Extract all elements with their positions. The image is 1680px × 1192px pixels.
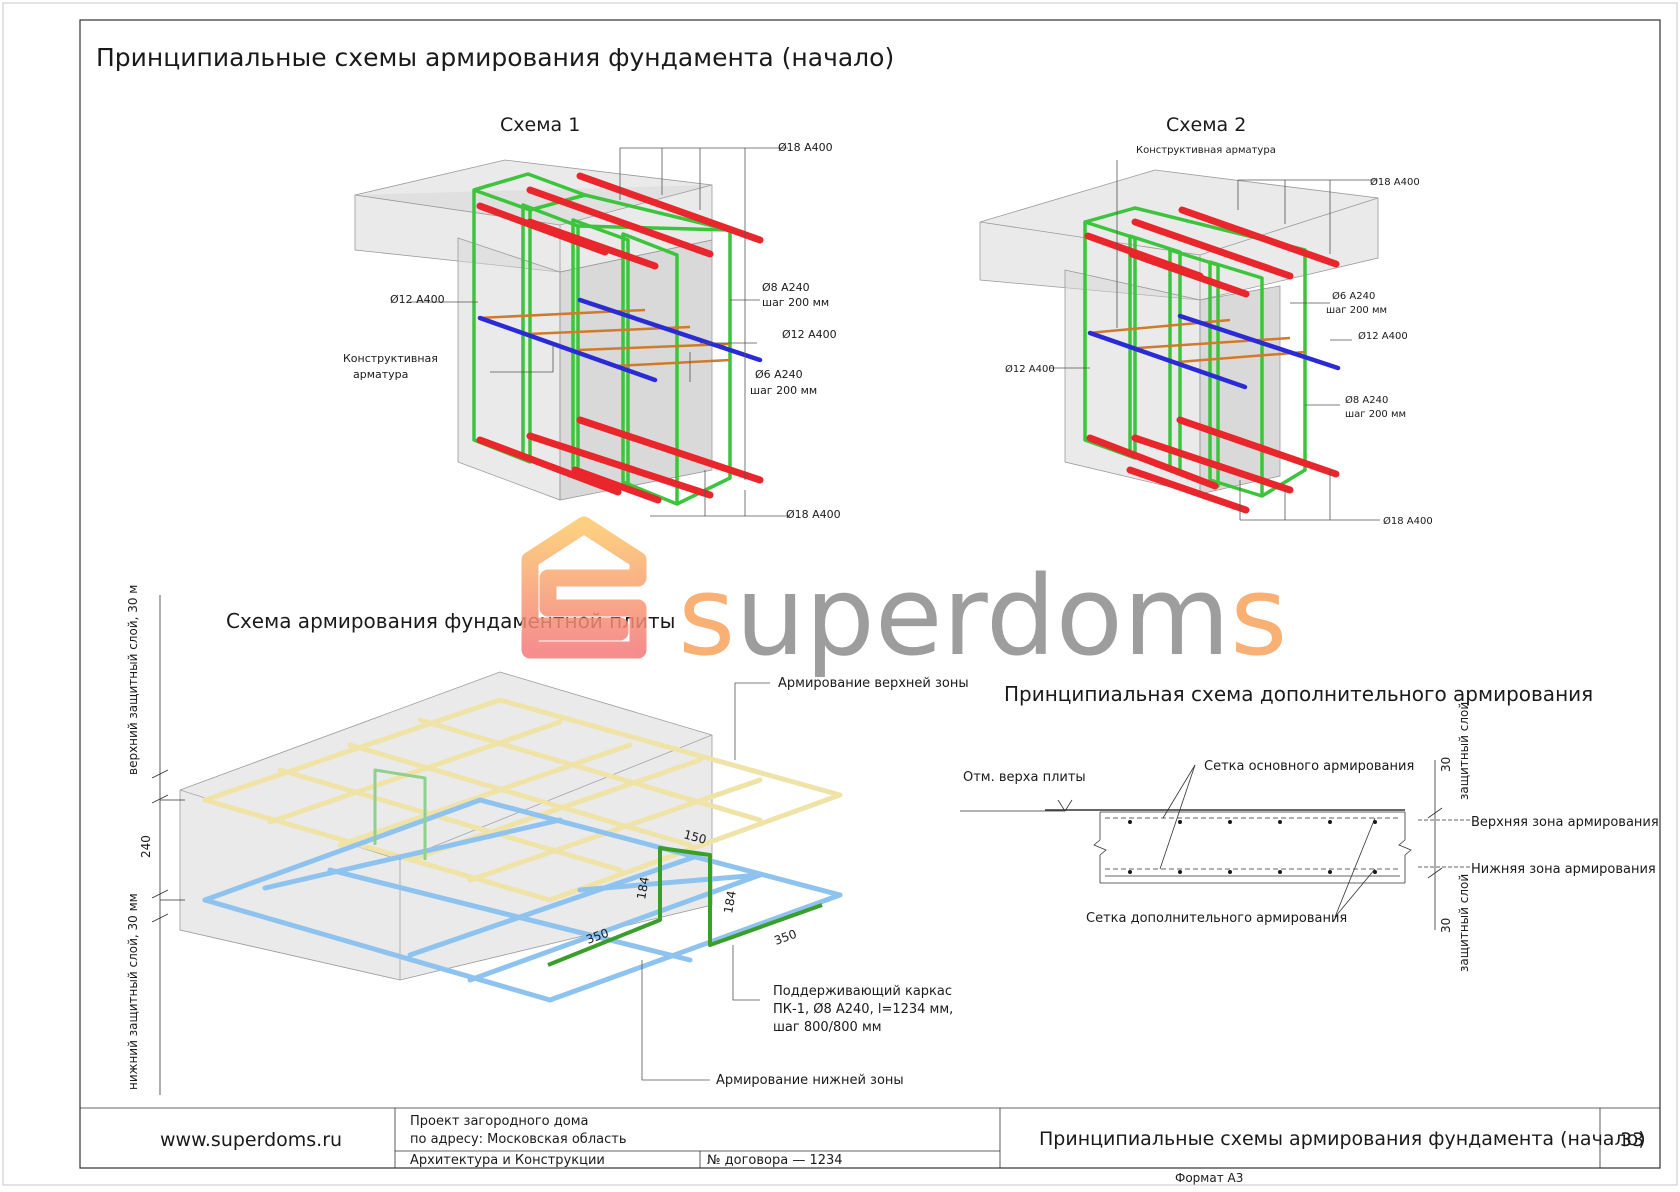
website-link[interactable]: www.superdoms.ru xyxy=(160,1129,342,1151)
sheet-number: 33 xyxy=(1620,1129,1644,1151)
s1-constructive-2: арматура xyxy=(353,368,408,381)
s1-constructive-1: Конструктивная xyxy=(343,352,438,365)
cover-label-top: защитный слой xyxy=(1457,702,1471,800)
scheme-1-side-bars xyxy=(477,297,763,383)
slab-frame-1: Поддерживающий каркас xyxy=(773,984,952,999)
slab-top-zone: Армирование верхней зоны xyxy=(778,676,969,691)
dim-350-b: 350 xyxy=(772,927,798,948)
s2-stirrups-dia: Ø8 A240 xyxy=(1345,394,1388,406)
title-block: www.superdoms.ru Проект загородного дома… xyxy=(80,1107,1660,1168)
main-mesh-label: Сетка основного армирования xyxy=(1204,759,1414,774)
additional-title: Принципиальная схема дополнительного арм… xyxy=(1004,682,1593,706)
additional-scheme: Принципиальная схема дополнительного арм… xyxy=(960,682,1659,972)
top-cover-label: верхний защитный слой, 30 м xyxy=(126,585,140,775)
s1-stirrups-dia: Ø8 A240 xyxy=(762,281,810,294)
cover-value-bottom: 30 xyxy=(1439,918,1453,933)
slab-bottom-zone: Армирование нижней зоны xyxy=(716,1073,904,1088)
s2-bottom-bars: Ø18 A400 xyxy=(1383,515,1433,527)
s1-bottom-bars-label: Ø18 A400 xyxy=(786,508,841,521)
brand-watermark-text: superdoms xyxy=(678,552,1287,680)
sheet-title: Принципиальные схемы армирования фундаме… xyxy=(1039,1128,1646,1150)
format-label: Формат А3 xyxy=(1175,1171,1243,1185)
slab-support-frame xyxy=(373,768,823,967)
scheme-1-title: Схема 1 xyxy=(500,114,580,136)
bottom-zone-label: Нижняя зона армирования xyxy=(1471,862,1656,877)
dim-150: 150 xyxy=(682,827,708,846)
s2-side-bar-right: Ø12 A400 xyxy=(1358,330,1408,342)
scheme-2-title: Схема 2 xyxy=(1166,114,1246,136)
slab-frame-2: ПК-1, Ø8 А240, l=1234 мм, xyxy=(773,1002,953,1017)
s1-ties-step: шаг 200 мм xyxy=(750,384,817,397)
scheme-1-bottom-bars xyxy=(476,416,764,504)
additional-mesh-label: Сетка дополнительного армирования xyxy=(1086,911,1347,926)
s1-ties-dia: Ø6 A240 xyxy=(755,368,803,381)
section-bars xyxy=(1128,820,1377,874)
s2-stirrups-step: шаг 200 мм xyxy=(1345,409,1406,420)
brand-watermark: superdoms xyxy=(521,516,1287,680)
slab-top-mark: Отм. верха плиты xyxy=(963,770,1086,785)
top-zone-label: Верхняя зона армирования xyxy=(1471,815,1659,830)
page-title: Принципиальные схемы армирования фундаме… xyxy=(96,43,894,72)
house-logo-icon xyxy=(521,516,647,659)
dim-184-a: 184 xyxy=(634,876,652,901)
slab-scheme: Схема армирования фундаментной плиты xyxy=(126,585,969,1095)
s2-constructive: Конструктивная арматура xyxy=(1136,145,1276,156)
s2-top-bars: Ø18 A400 xyxy=(1370,176,1420,188)
cover-value-top: 30 xyxy=(1439,757,1453,772)
project-line-2: по адресу: Московская область xyxy=(410,1132,626,1147)
section-name: Архитектура и Конструкции xyxy=(410,1153,605,1168)
cover-label-bottom: защитный слой xyxy=(1457,874,1471,972)
s1-stirrups-step: шаг 200 мм xyxy=(762,296,829,309)
s1-top-bars-label: Ø18 A400 xyxy=(778,141,833,154)
dim-240: 240 xyxy=(139,835,153,858)
bottom-cover-label: нижний защитный слой, 30 мм xyxy=(126,893,140,1090)
s1-side-bar-left: Ø12 A400 xyxy=(390,293,445,306)
dim-184-b: 184 xyxy=(721,890,739,915)
slab-frame-3: шаг 800/800 мм xyxy=(773,1020,882,1035)
scheme-1: Схема 1 xyxy=(343,114,841,521)
s2-side-bar-left: Ø12 A400 xyxy=(1005,363,1055,375)
s2-ties-dia: Ø6 A240 xyxy=(1332,290,1375,302)
s2-ties-step: шаг 200 мм xyxy=(1326,305,1387,316)
scheme-1-top-bars xyxy=(476,172,764,270)
drawing-frame xyxy=(79,19,1661,1169)
s1-side-bar-right: Ø12 A400 xyxy=(782,328,837,341)
contract-number: № договора — 1234 xyxy=(707,1153,843,1168)
slab-bottom-mesh xyxy=(202,797,843,1003)
scheme-2: Схема 2 xyxy=(979,114,1433,527)
project-line-1: Проект загородного дома xyxy=(410,1114,588,1129)
